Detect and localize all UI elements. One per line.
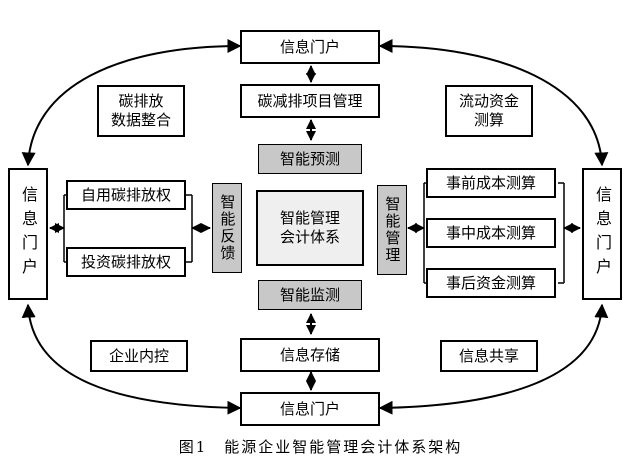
portal-top: 信息门户	[240, 30, 380, 64]
intelligent-management: 智能管理	[377, 185, 407, 275]
investment-carbon-allowance: 投资碳排放权	[66, 247, 186, 277]
arc-top-left	[21, 39, 242, 167]
enterprise-internal-control: 企业内控	[90, 340, 188, 372]
ex-ante-cost-estimation: 事前成本测算	[426, 168, 556, 198]
intelligent-monitoring: 智能监测	[258, 280, 362, 310]
carbon-data-integration: 碳排放 数据整合	[97, 85, 185, 137]
working-capital-estimation: 流动资金 测算	[445, 85, 533, 137]
arc-top-right	[378, 39, 609, 167]
information-sharing: 信息共享	[440, 340, 538, 372]
arc-bottom-left	[21, 303, 242, 415]
intelligent-forecast: 智能预测	[258, 144, 362, 174]
portal-left: 信息门户	[8, 168, 48, 300]
ex-post-fund-estimation: 事后资金测算	[426, 268, 556, 298]
information-storage: 信息存储	[240, 338, 380, 372]
figure-caption: 图1 能源企业智能管理会计体系架构	[178, 438, 463, 456]
in-process-cost-estimation: 事中成本测算	[426, 218, 556, 248]
core-management-accounting-system: 智能管理 会计体系	[256, 190, 364, 266]
self-use-carbon-allowance: 自用碳排放权	[66, 180, 186, 210]
portal-right: 信息门户	[582, 168, 622, 300]
intelligent-feedback: 智能反馈	[212, 183, 242, 273]
carbon-reduction-project-management: 碳减排项目管理	[240, 84, 380, 118]
arc-bottom-right	[378, 303, 609, 415]
portal-bottom: 信息门户	[240, 392, 380, 426]
